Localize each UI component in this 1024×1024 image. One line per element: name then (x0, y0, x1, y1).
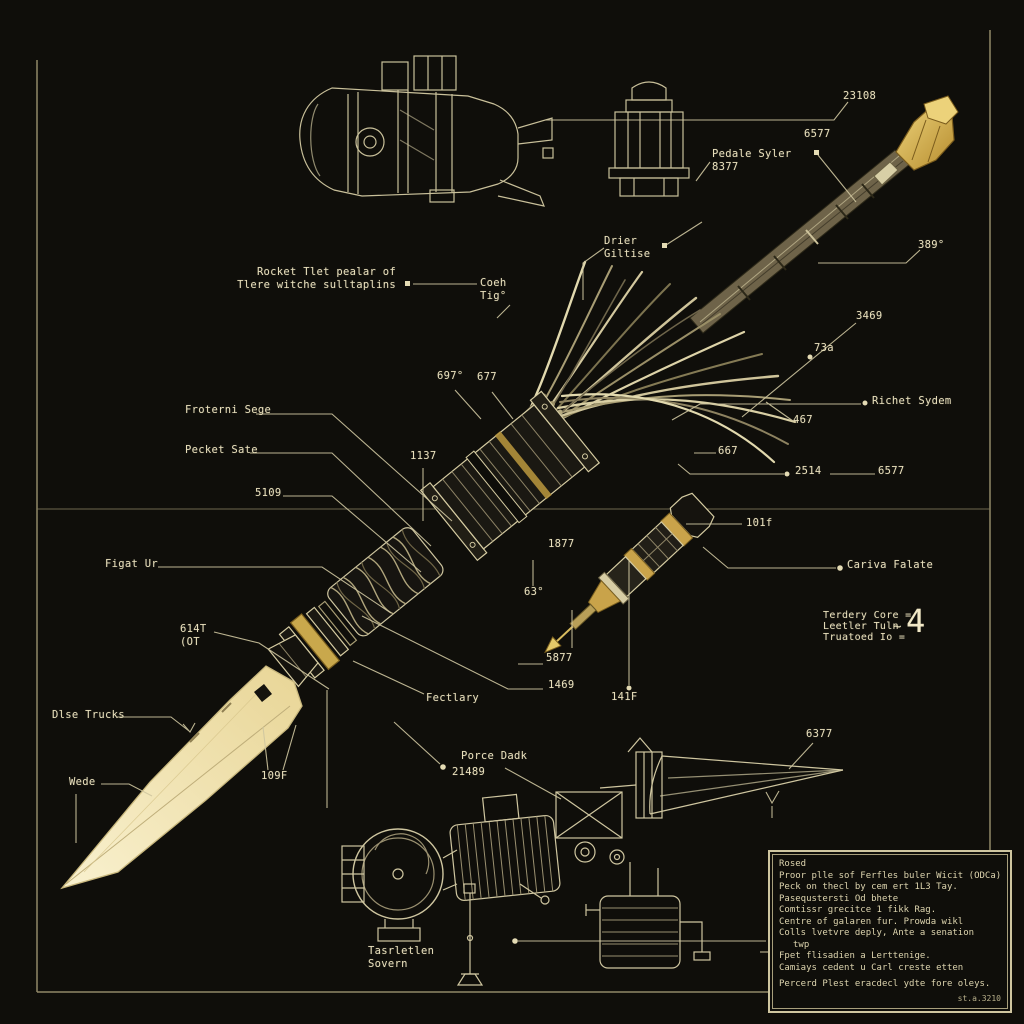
notes-line: Comtissr grecitce 1 fikk Rag. (779, 905, 937, 915)
label-num-467: 467 (793, 414, 813, 426)
rocket-broom-assembly (60, 95, 959, 890)
notes-line: Rosed (779, 859, 807, 869)
label-porce-dadk: Porce Dadk (461, 750, 528, 762)
label-num-109f: 109F (261, 770, 288, 782)
label-num-141f: 141F (611, 691, 638, 703)
label-num-73a: 73a (814, 342, 834, 354)
notes-line: Camiays cedent u Carl creste etten (779, 962, 964, 973)
notes-line: Centre of galaren fur. Prowda wikl (779, 916, 964, 927)
label-pecket-sate: Pecket Sate (185, 444, 258, 456)
label-num-1469: 1469 (548, 679, 575, 691)
label-num-5877: 5877 (546, 652, 573, 664)
notes-line: Percerd Plest eracdecl ydte fore oleys. (779, 979, 991, 989)
label-froterni-sege: Froterni Sege (185, 404, 272, 416)
notes-line: Proor plle sof Ferfles buler Wicit (ODCa… (779, 870, 1001, 881)
notes-box: Rosed Proor plle sof Ferfles buler Wicit… (768, 850, 1012, 1013)
engine-top-view (299, 55, 554, 207)
label-num-6577-mid: 6577 (878, 465, 905, 477)
label-num-5109: 5109 (255, 487, 282, 499)
label-num-3469: 3469 (856, 310, 883, 322)
label-deg-697: 697° (437, 370, 464, 382)
notes-line: Fpet flisadien a Lerttenige. (779, 951, 931, 961)
label-num-23108: 23108 (843, 90, 877, 102)
label-deg-63: 63° (524, 586, 544, 598)
blade (60, 665, 303, 890)
ground-vehicle (341, 737, 844, 986)
label-fectlary: Fectlary (426, 692, 479, 704)
notes-line: Pasequstersti Od bhete (779, 893, 899, 904)
label-figat-ur: Figat Ur (105, 558, 158, 570)
mechanical-block (419, 390, 601, 562)
label-wede: Wede (69, 776, 96, 788)
handle (689, 95, 959, 334)
notes-line: twp (793, 939, 810, 950)
canister-top-view (608, 81, 690, 197)
label-num-6377: 6377 (806, 728, 833, 740)
label-dlse-trucks: Dlse Trucks (52, 709, 125, 721)
label-num-21489: 21489 (452, 766, 486, 778)
label-num-667: 667 (718, 445, 738, 457)
label-num-614t: 614T(OT (180, 623, 207, 648)
label-richet-sydem: Richet Sydem (872, 395, 952, 407)
probe-device (543, 492, 715, 654)
label-terdery-value: 4 (906, 602, 926, 640)
notes-box-inner: Rosed Proor plle sof Ferfles buler Wicit… (772, 854, 1008, 1009)
notes-line: Colls lvetvre deply, Ante a senation (779, 928, 975, 938)
leader-dots (405, 150, 868, 944)
label-num-101f: 101f (746, 517, 773, 529)
label-num-2514: 2514 (795, 465, 822, 477)
notes-line: Peck on thecl by cem ert 1L3 Tay. (779, 882, 958, 892)
leader-lines (75, 101, 921, 953)
notes-signature: st.a.3210 (957, 993, 1001, 1003)
label-num-677: 677 (477, 371, 497, 383)
label-cariva-falate: Cariva Falate (847, 559, 934, 571)
label-terdery-tilde: ~ (893, 619, 902, 635)
label-num-1877: 1877 (548, 538, 575, 550)
label-num-1137: 1137 (410, 450, 437, 462)
label-num-6577-top: 6577 (804, 128, 831, 140)
label-deg-389: 389° (918, 239, 945, 251)
